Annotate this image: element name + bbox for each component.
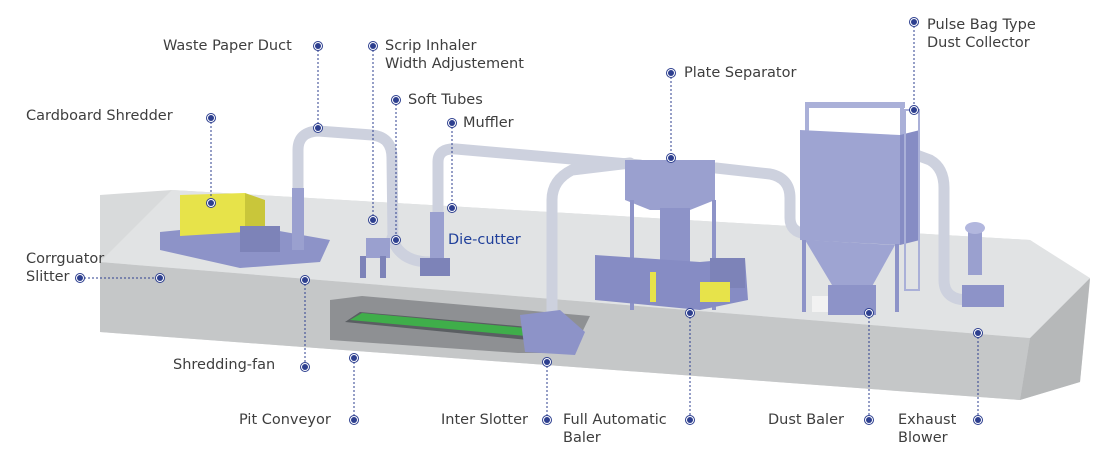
leader-dot-icon [391, 95, 401, 105]
label-plate-separator: Plate Separator [684, 65, 797, 81]
label-die-cutter: Die-cutter [448, 232, 521, 248]
scrip-inhaler [360, 238, 390, 278]
inter-slotter [520, 310, 585, 355]
label-full-automatic-baler: Full Automatic Baler [563, 412, 667, 446]
leader-dot-icon [75, 273, 85, 283]
leader-dot-icon [391, 235, 401, 245]
leader-dot-icon [864, 415, 874, 425]
leader-lines [80, 22, 979, 420]
leader-dot-icon [909, 105, 919, 115]
leader-dot-icon [155, 273, 165, 283]
label-muffler: Muffler [463, 115, 514, 131]
leader-dot-icon [973, 415, 983, 425]
label-shredding-fan: Shredding-fan [173, 357, 276, 373]
label-exhaust-blower: Exhaust Blower [898, 412, 957, 446]
leader-dot-icon [313, 41, 323, 51]
leader-dot-icon [666, 68, 676, 78]
muffler-unit [420, 212, 450, 276]
label-scrip-inhaler: Scrip Inhaler Width Adjustement [385, 38, 524, 72]
leader-dot-icon [909, 17, 919, 27]
leader-dot-icon [973, 328, 983, 338]
leader-dot-icon [368, 41, 378, 51]
leader-dot-icon [349, 353, 359, 363]
label-pulse-bag: Pulse Bag Type Dust Collector [927, 17, 1036, 51]
leader-dot-icon [447, 203, 457, 213]
cardboard-shredder [160, 188, 330, 268]
leader-dot-icon [368, 215, 378, 225]
label-soft-tubes: Soft Tubes [408, 92, 483, 108]
leader-dot-icon [206, 113, 216, 123]
label-corrugator-slitter: Corrguator Slitter [26, 251, 105, 285]
leader-dot-icon [313, 123, 323, 133]
leader-dot-icon [666, 153, 676, 163]
label-dust-baler: Dust Baler [768, 412, 844, 428]
plate-separator [625, 160, 716, 310]
leader-dot-icon [864, 308, 874, 318]
leader-dot-icon [300, 362, 310, 372]
leader-dot-icon [685, 415, 695, 425]
label-pit-conveyor: Pit Conveyor [239, 412, 331, 428]
leader-dot-icons [75, 17, 983, 425]
label-inter-slotter: Inter Slotter [441, 412, 528, 428]
leader-dot-icon [206, 198, 216, 208]
leader-dot-icon [542, 357, 552, 367]
label-waste-paper-duct: Waste Paper Duct [163, 38, 292, 54]
leader-dot-icon [542, 415, 552, 425]
leader-dot-icon [685, 308, 695, 318]
label-cardboard-shredder: Cardboard Shredder [26, 108, 173, 124]
leader-dot-icon [300, 275, 310, 285]
leader-dot-icon [349, 415, 359, 425]
full-automatic-baler [595, 255, 748, 310]
pulse-bag-dust-collector [800, 102, 920, 312]
leader-dot-icon [447, 118, 457, 128]
exhaust-blower [962, 222, 1004, 307]
